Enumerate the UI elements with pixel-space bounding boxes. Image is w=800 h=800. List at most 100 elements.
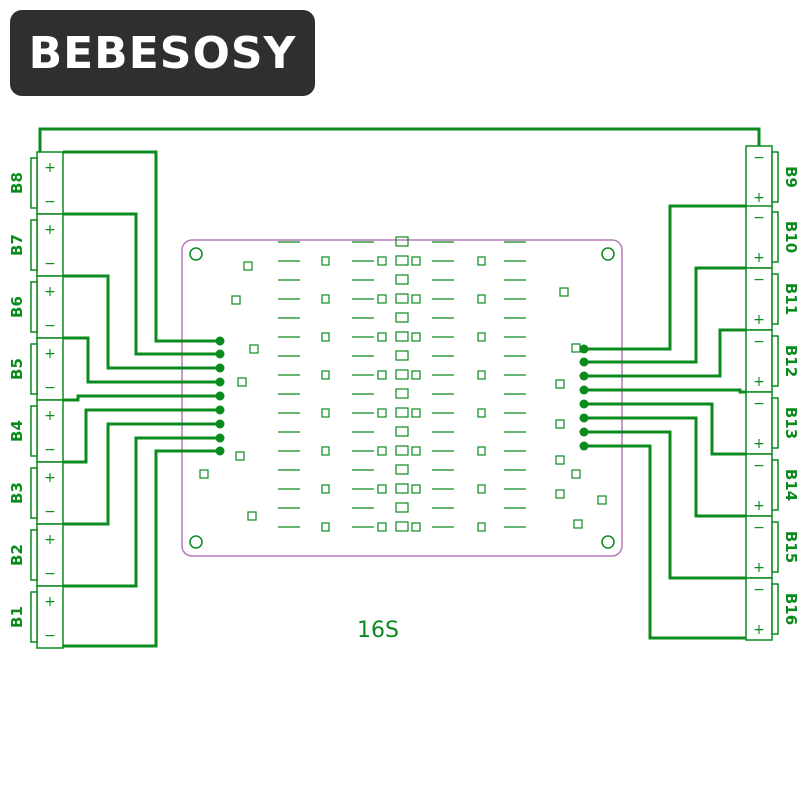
capacitor-mark (411, 256, 421, 266)
polarity-minus: − (44, 380, 56, 396)
connector-b6: +−B6 (8, 275, 64, 339)
connector-label: B2 (8, 544, 26, 566)
connector-b5: +−B5 (8, 337, 64, 401)
connector-tab (771, 211, 779, 263)
connector-tab (30, 219, 38, 271)
smd-part (571, 469, 581, 479)
polarity-plus: + (753, 560, 765, 576)
connector-label: B16 (782, 593, 800, 625)
solder-pad (215, 363, 225, 373)
trace-right (584, 444, 746, 640)
solder-pad (579, 357, 589, 367)
transistor-mark (395, 407, 409, 418)
solder-pad (215, 433, 225, 443)
polarity-plus: + (753, 312, 765, 328)
polarity-minus: − (44, 628, 56, 644)
connector-label: B4 (8, 420, 26, 442)
capacitor-mark (477, 408, 486, 418)
trace-left (63, 422, 220, 526)
capacitor-mark (377, 408, 387, 418)
polarity-minus: − (753, 334, 765, 350)
polarity-plus: + (753, 374, 765, 390)
capacitor-mark (321, 408, 330, 418)
solder-pad (579, 371, 589, 381)
polarity-plus: + (753, 250, 765, 266)
connector-body (745, 577, 773, 641)
connector-tab (771, 459, 779, 511)
connector-label: B12 (782, 345, 800, 377)
polarity-plus: + (44, 284, 56, 300)
connector-body (745, 515, 773, 579)
transistor-mark (395, 502, 409, 513)
connector-b3: +−B3 (8, 461, 64, 525)
polarity-plus: + (44, 346, 56, 362)
mount-hole (601, 247, 615, 261)
connector-b12: − + B12 (745, 329, 800, 393)
trace-right (584, 266, 746, 364)
connector-tab (30, 343, 38, 395)
trace-left (37, 449, 220, 648)
solder-pad (579, 427, 589, 437)
trace-left (63, 274, 220, 370)
capacitor-mark (477, 332, 486, 342)
board-components (199, 236, 607, 532)
capacitor-mark (377, 332, 387, 342)
polarity-plus: + (753, 436, 765, 452)
connector-tab (30, 157, 38, 209)
smd-part (231, 295, 241, 305)
polarity-plus: + (44, 222, 56, 238)
trace-left (63, 394, 220, 402)
connector-label: B10 (782, 221, 800, 253)
connector-tab (30, 529, 38, 581)
cell-connectors: +−B8+−B7+−B6+−B5+−B4+−B3+−B2+−B1−+B9−+B1… (8, 145, 800, 649)
capacitor-mark (377, 522, 387, 532)
pcb-outline (181, 239, 623, 557)
capacitor-mark (411, 484, 421, 494)
smd-part (573, 519, 583, 529)
polarity-plus: + (44, 470, 56, 486)
connector-label: B1 (8, 606, 26, 628)
transistor-mark (395, 350, 409, 361)
solder-pad (215, 349, 225, 359)
capacitor-mark (321, 522, 330, 532)
transistor-mark (395, 293, 409, 304)
capacitor-mark (321, 370, 330, 380)
solder-pad (579, 413, 589, 423)
smd-part (571, 343, 581, 353)
connector-tab (30, 591, 38, 643)
polarity-minus: − (44, 194, 56, 210)
solder-pad (215, 391, 225, 401)
polarity-minus: − (753, 582, 765, 598)
polarity-minus: − (753, 458, 765, 474)
capacitor-mark (477, 294, 486, 304)
polarity-plus: + (753, 190, 765, 206)
solder-pad (579, 385, 589, 395)
trace-right (584, 416, 746, 518)
connector-b1: +−B1 (8, 585, 64, 649)
capacitor-mark (411, 370, 421, 380)
solder-pad (215, 405, 225, 415)
smd-part (235, 451, 245, 461)
transistor-mark (395, 388, 409, 399)
smd-part (597, 495, 607, 505)
smd-part (243, 261, 253, 271)
capacitor-mark (411, 446, 421, 456)
connector-b11: −+B11 (745, 267, 800, 331)
connector-b13: −+B13 (745, 391, 800, 455)
solder-pad (579, 399, 589, 409)
connector-label: B11 (782, 283, 800, 315)
connector-b8: + − B8 (8, 151, 64, 215)
connector-b4: +−B4 (8, 399, 64, 463)
capacitor-mark (477, 484, 486, 494)
polarity-plus: + (44, 160, 56, 176)
smd-part (249, 344, 259, 354)
transistor-mark (395, 483, 409, 494)
transistor-mark (395, 274, 409, 285)
solder-pad (215, 419, 225, 429)
capacitor-mark (477, 256, 486, 266)
connector-label: B8 (8, 172, 26, 194)
connector-b7: +−B7 (8, 213, 64, 277)
trace-right (584, 328, 746, 378)
mount-hole (601, 535, 615, 549)
polarity-minus: − (44, 566, 56, 582)
